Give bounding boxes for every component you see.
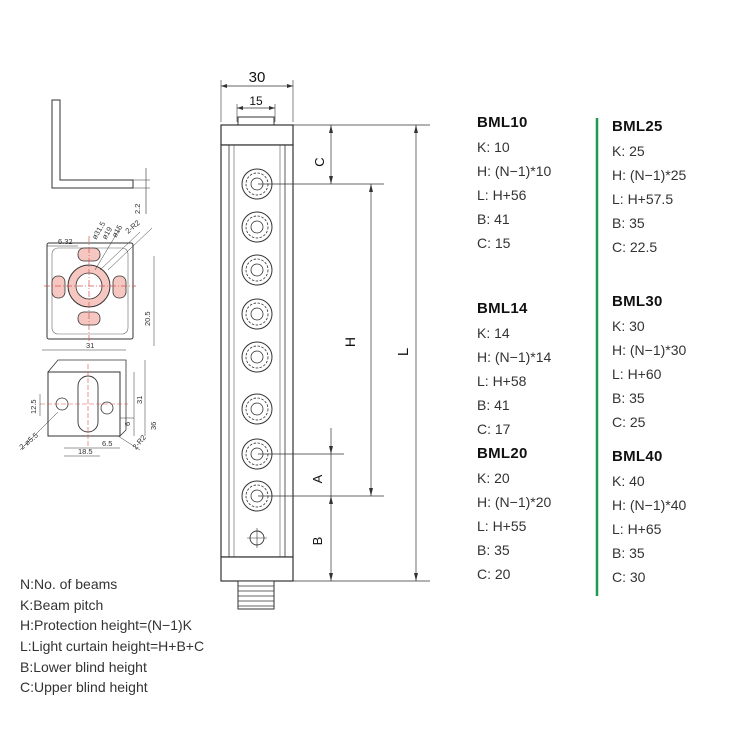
spec-bml40: BML40 K: 40 H: (N−1)*40 L: H+65 B: 35 C:… [612,448,686,589]
spec-bml20: BML20 K: 20 H: (N−1)*20 L: H+55 B: 35 C:… [477,445,551,586]
beam-lens-core [250,350,264,364]
dim-6-32: 6.32 [58,237,73,246]
legend-item: K:Beam pitch [20,596,104,613]
dim-6-5: 6.5 [102,439,112,448]
spec-k: K: 14 [477,325,510,341]
dimension-lines [258,124,430,582]
beam-lens-ring [245,302,269,326]
legend-item: L:Light curtain height=H+B+C [20,638,205,655]
spec-h: H: (N−1)*40 [612,497,687,513]
beam-lens-core [250,263,264,277]
spec-l: L: H+60 [612,366,662,382]
spec-k: K: 40 [612,473,645,489]
dim-31-side: 31 [135,396,144,404]
spec-c: C: 17 [477,421,511,437]
dim-18-5: 18.5 [78,447,93,456]
spec-b: B: 35 [612,390,645,406]
dimension-arrows [329,125,418,581]
spec-bml25: BML25 K: 25 H: (N−1)*25 L: H+57.5 B: 35 … [612,118,686,259]
model-title: BML30 [612,293,663,310]
spec-k: K: 10 [477,139,510,155]
beam-lens-core [250,220,264,234]
legend: N:No. of beams K:Beam pitch H:Protection… [20,574,204,698]
spec-l: L: H+65 [612,521,662,537]
dim-2-r2-bottom: 2-R2 [131,433,148,451]
spec-bml14: BML14 K: 14 H: (N−1)*14 L: H+58 B: 41 C:… [477,300,551,441]
dim-20-5: 20.5 [143,311,152,326]
spec-c: C: 22.5 [612,239,658,255]
spec-c: C: 15 [477,235,511,251]
dim-label-b: B [310,537,325,546]
spec-c: C: 30 [612,569,646,585]
dim-label-h: H [342,337,358,347]
dim-width-15: 15 [249,94,263,108]
model-title: BML40 [612,448,663,465]
spec-h: H: (N−1)*30 [612,342,687,358]
beam-lens-ring [245,397,269,421]
dim-2-phi-5-5: 2-ø5.5 [18,431,40,452]
dim-label-a: A [310,474,325,483]
legend-item: H:Protection height=(N−1)K [20,617,192,634]
spec-c: C: 20 [477,566,511,582]
dim-31-top: 31 [86,341,94,350]
spec-h: H: (N−1)*20 [477,494,552,510]
spec-b: B: 41 [477,211,510,227]
model-title: BML10 [477,114,528,131]
beam-lens-ring [245,258,269,282]
model-title: BML20 [477,445,528,462]
spec-b: B: 35 [612,215,645,231]
dim-label-c: C [312,157,327,166]
model-title: BML25 [612,118,663,135]
beam-lens-ring [245,215,269,239]
spec-l: L: H+55 [477,518,527,534]
dim-6: 6 [123,422,132,426]
spec-h: H: (N−1)*25 [612,167,687,183]
dim-phi-15: ø15 [110,223,124,239]
dim-width-30: 30 [249,69,266,86]
bracket-side-view [51,99,150,214]
spec-b: B: 35 [477,542,510,558]
model-title: BML14 [477,300,528,317]
spec-l: L: H+56 [477,187,527,203]
legend-item: C:Upper blind height [20,679,148,696]
spec-l: L: H+57.5 [612,191,674,207]
spec-b: B: 35 [612,545,645,561]
beam-lens-ring [245,345,269,369]
dim-12-5: 12.5 [29,399,38,414]
spec-h: H: (N−1)*10 [477,163,552,179]
spec-bml10: BML10 K: 10 H: (N−1)*10 L: H+56 B: 41 C:… [477,114,551,255]
spec-k: K: 20 [477,470,510,486]
legend-item: B:Lower blind height [20,658,147,675]
spec-b: B: 41 [477,397,510,413]
spec-k: K: 30 [612,318,645,334]
spec-c: C: 25 [612,414,646,430]
dim-label-l: L [395,348,412,356]
bracket-front-view [44,227,155,346]
spec-h: H: (N−1)*14 [477,349,552,365]
dim-36: 36 [149,422,158,430]
dim-2-2: 2.2 [133,204,142,214]
beam-lens-core [250,307,264,321]
spec-k: K: 25 [612,143,645,159]
beam-lens-core [250,402,264,416]
bracket-bottom-view [19,349,146,457]
spec-bml30: BML30 K: 30 H: (N−1)*30 L: H+60 B: 35 C:… [612,293,686,434]
beam-lenses [241,168,273,548]
spec-l: L: H+58 [477,373,527,389]
legend-item: N:No. of beams [20,576,118,592]
